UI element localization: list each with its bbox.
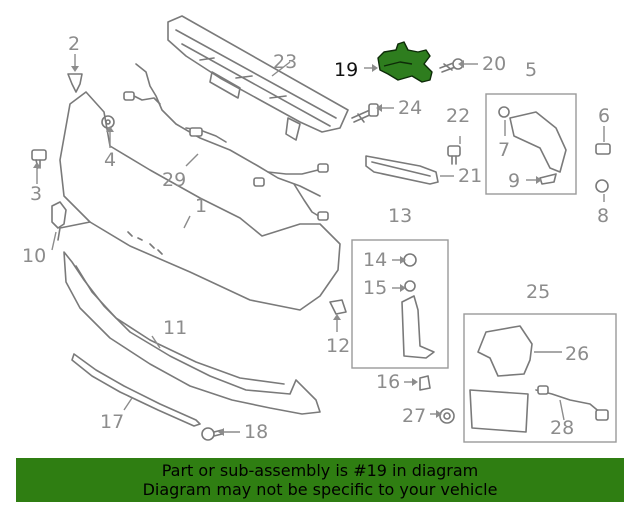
callout-3: 3 — [30, 183, 42, 205]
part-21-grille-trim — [365, 155, 439, 185]
callout-5: 5 — [525, 59, 537, 81]
part-11-lower-bumper — [63, 251, 321, 415]
group-box-5 — [485, 93, 577, 195]
part-22-screw — [447, 145, 461, 165]
callout-23: 23 — [273, 51, 297, 73]
part-29-wiring-harness — [123, 63, 329, 221]
callout-20: 20 — [482, 53, 506, 75]
callout-27: 27 — [402, 405, 426, 427]
part-4-clip — [101, 115, 115, 129]
callout-15: 15 — [363, 277, 387, 299]
banner-line-disclaimer: Diagram may not be specific to your vehi… — [142, 480, 498, 499]
callout-19: 19 — [334, 59, 358, 81]
parts-diagram: 1 2 3 4 5 6 7 8 9 10 11 12 13 14 15 16 1… — [22, 15, 617, 443]
callout-24: 24 — [398, 97, 422, 119]
callout-labels: 1 2 3 4 5 6 7 8 9 10 11 12 13 14 15 16 1… — [22, 33, 610, 443]
callout-22: 22 — [446, 105, 470, 127]
part-2-clip — [67, 73, 83, 93]
part-27-nut — [439, 408, 455, 424]
callout-11: 11 — [163, 317, 187, 339]
callout-6: 6 — [598, 105, 610, 127]
part-1-bumper-cover — [57, 91, 341, 311]
part-16-clip — [419, 375, 431, 391]
part-18-bolt — [201, 427, 223, 441]
callout-12: 12 — [326, 335, 350, 357]
banner-line-part-number: Part or sub-assembly is #19 in diagram — [161, 461, 479, 480]
part-20-bolt — [439, 58, 464, 73]
callout-29: 29 — [162, 169, 186, 191]
callout-8: 8 — [597, 205, 609, 227]
part-23-reinforcement-beam — [167, 15, 349, 141]
callout-25: 25 — [526, 281, 550, 303]
leader-lines — [33, 54, 605, 436]
callout-28: 28 — [550, 417, 574, 439]
group-box-25 — [463, 313, 617, 443]
part-19-bracket-highlighted[interactable] — [377, 41, 433, 83]
part-12-clip — [329, 299, 347, 315]
callout-9: 9 — [508, 170, 520, 192]
callout-10: 10 — [22, 245, 46, 267]
callout-26: 26 — [565, 343, 589, 365]
callout-7: 7 — [498, 139, 510, 161]
part-10-bracket — [51, 201, 67, 229]
part-6-bolt — [595, 143, 611, 155]
part-24-bolt — [351, 103, 379, 123]
callout-21: 21 — [458, 165, 482, 187]
callout-16: 16 — [376, 371, 400, 393]
callout-2: 2 — [68, 33, 80, 55]
callout-13: 13 — [388, 205, 412, 227]
part-3-screw — [31, 149, 47, 169]
part-17-moulding-strip — [71, 353, 201, 427]
callout-4: 4 — [104, 149, 116, 171]
callout-18: 18 — [244, 421, 268, 443]
info-banner: Part or sub-assembly is #19 in diagram D… — [16, 458, 624, 502]
callout-14: 14 — [363, 249, 387, 271]
callout-17: 17 — [100, 411, 124, 433]
callout-1: 1 — [195, 195, 207, 217]
part-8-screw — [595, 179, 609, 193]
